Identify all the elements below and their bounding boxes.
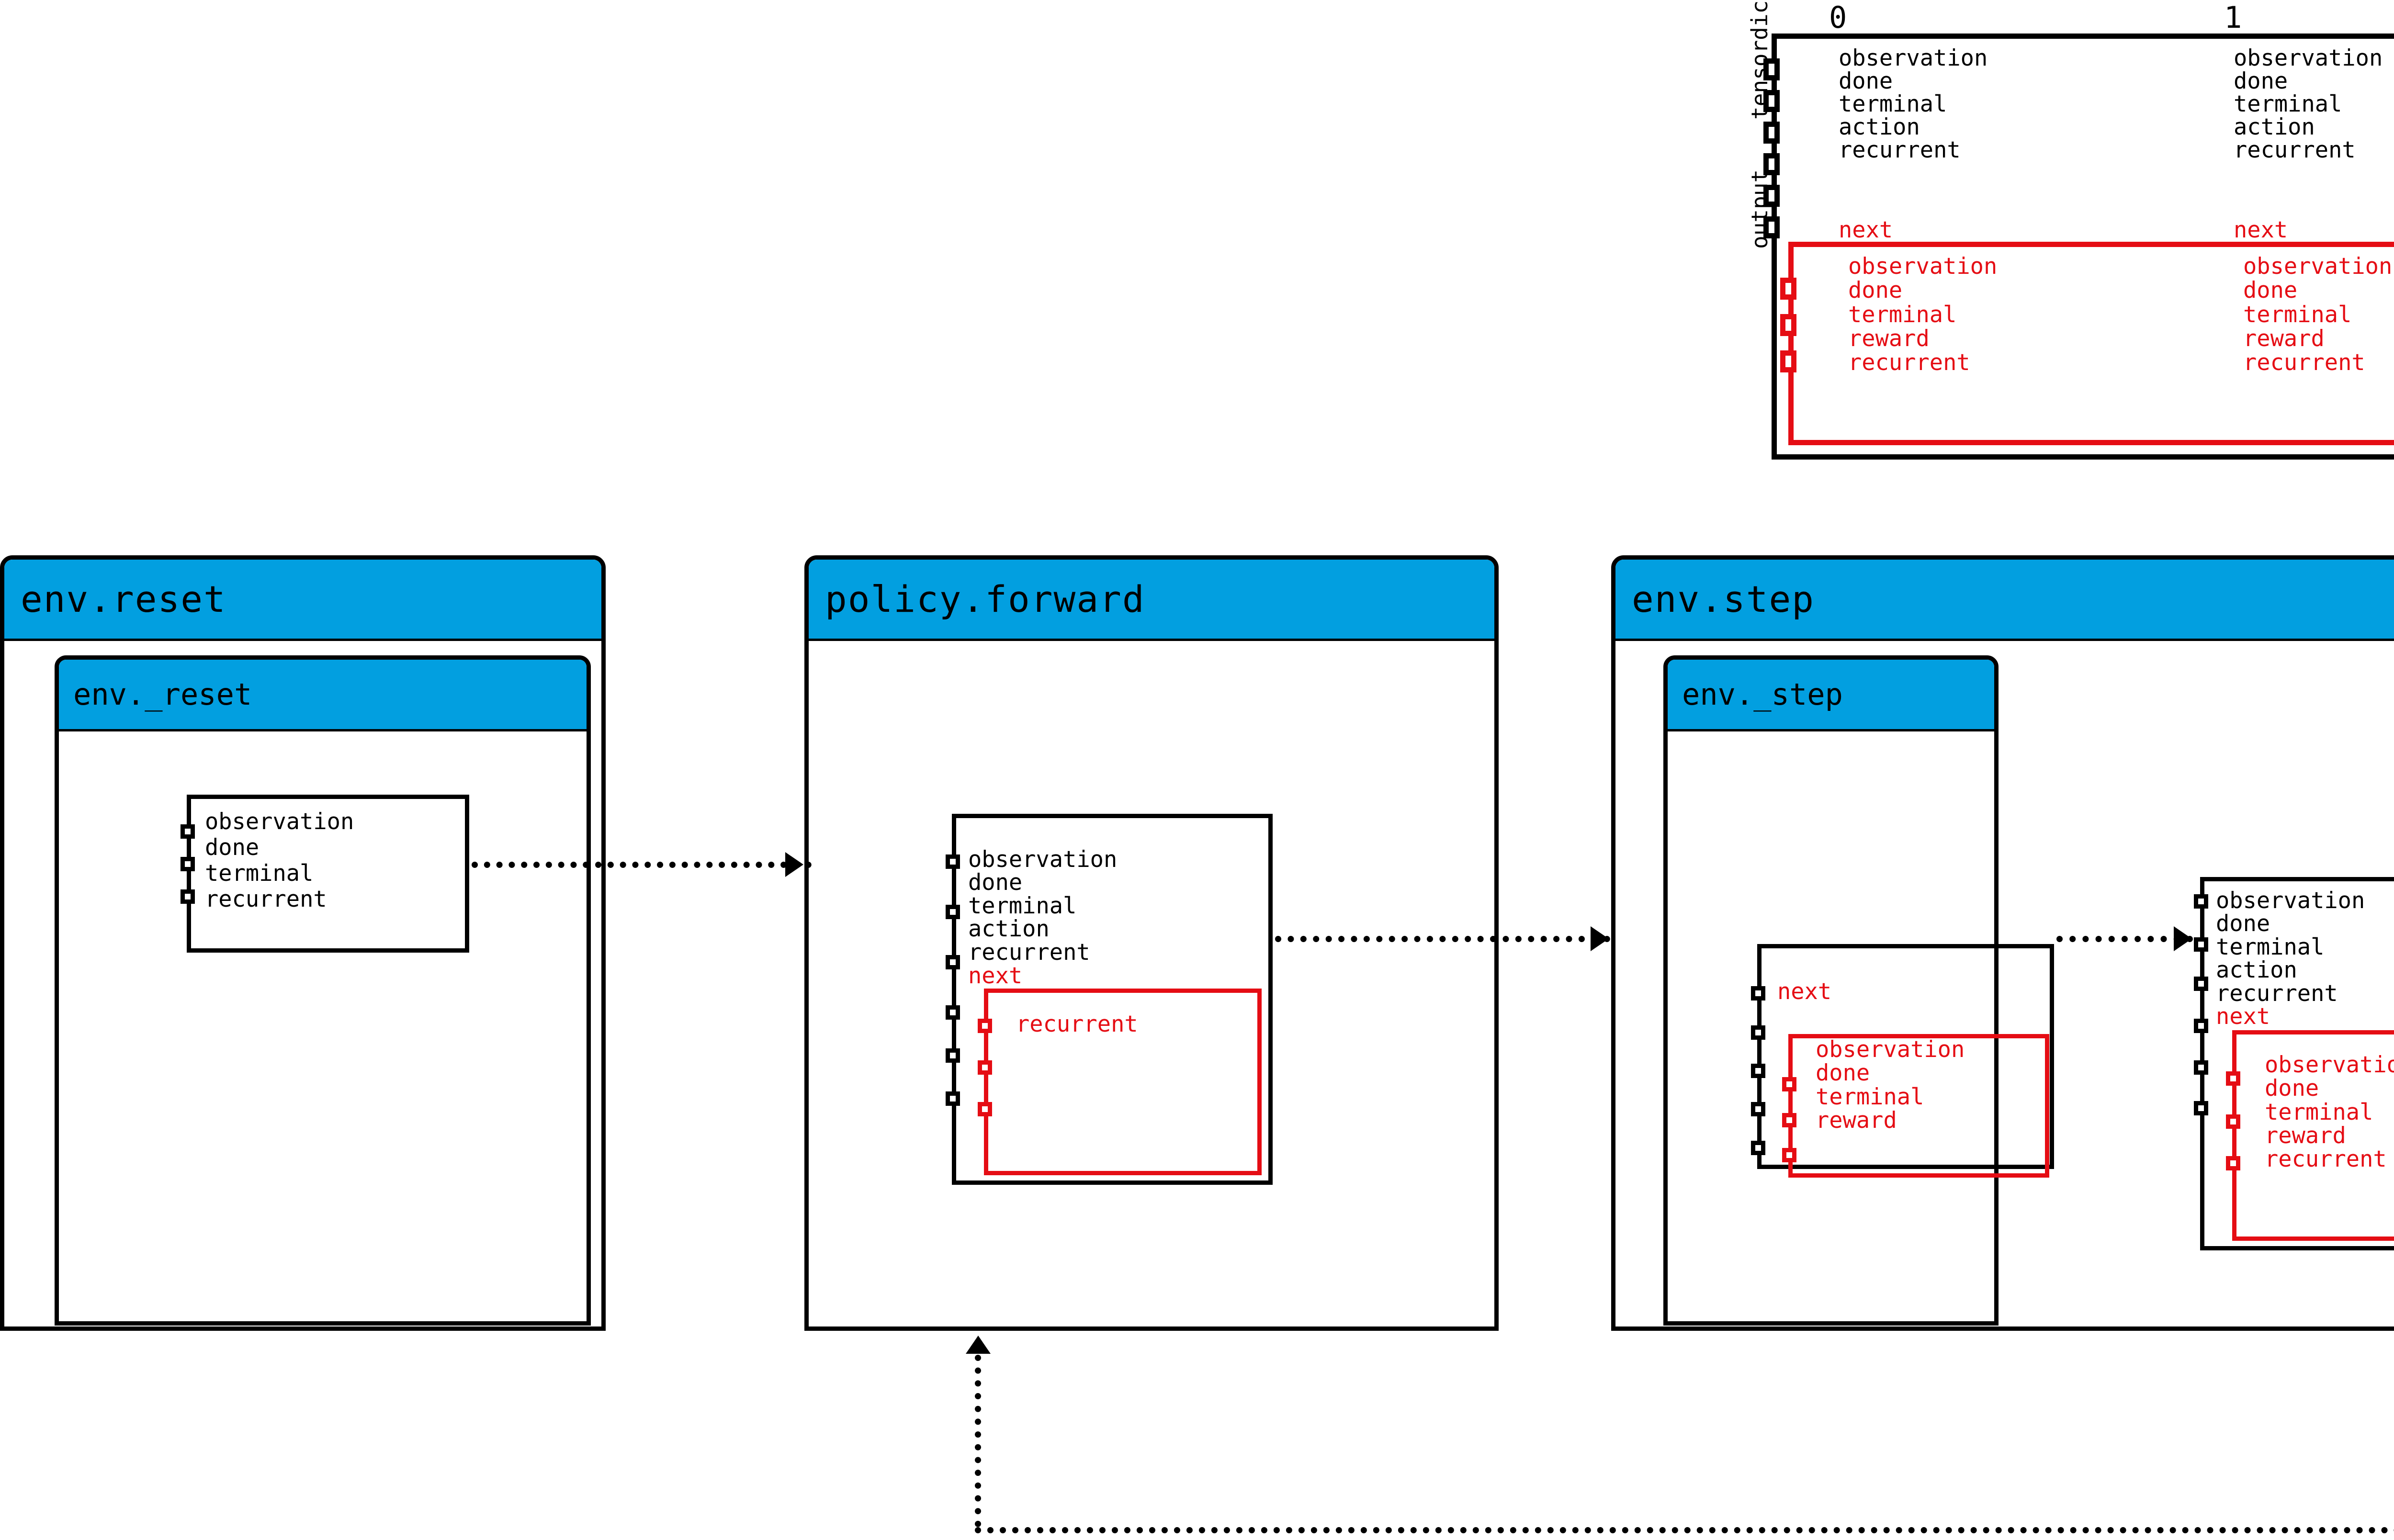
policy-next-connector-checkbox xyxy=(978,1102,992,1116)
panel-policy-forward[interactable]: policy.forward xyxy=(804,555,1499,1331)
tensordict-connector-checkbox xyxy=(1763,122,1780,144)
env-step-output-checkbox xyxy=(2194,977,2208,991)
env-step-inner-next-checkbox xyxy=(1782,1113,1796,1127)
output-tensordict-next-box xyxy=(1788,242,2394,445)
env-step-inner-next-keys: observation done terminal reward xyxy=(1816,1036,1965,1134)
env-step-inner-next-label: next xyxy=(1777,978,1832,1005)
panel-env-reset-header: env.reset xyxy=(4,560,601,641)
policy-connector-checkbox xyxy=(946,1091,960,1106)
tensordict-root-keys-col1: observation done terminal action recurre… xyxy=(2234,45,2383,163)
policy-connector-checkbox xyxy=(946,905,960,919)
column-header-1: 1 xyxy=(2224,0,2242,35)
env-step-inner-connector-checkbox xyxy=(1751,1025,1765,1040)
policy-connector-checkbox xyxy=(946,1048,960,1063)
env-step-inner-next-box xyxy=(1788,1034,2049,1178)
tensordict-next-connector-checkbox xyxy=(1780,350,1796,372)
panel-policy-forward-title: policy.forward xyxy=(825,578,1145,620)
env-step-output-checkbox xyxy=(2194,1101,2208,1115)
panel-env-step[interactable]: env.step env._step xyxy=(1611,555,2394,1331)
env-step-output-checkbox xyxy=(2194,1060,2208,1075)
connector-envstep-inner-to-output xyxy=(2056,936,2193,942)
connector-stepmdp-feedback-arrowhead xyxy=(966,1336,991,1354)
env-step-output-checkbox xyxy=(2194,937,2208,952)
subpanel-env-_step[interactable]: env._step xyxy=(1663,655,1999,1326)
tensordict-next-connector-checkbox xyxy=(1780,278,1796,300)
policy-next-connector-checkbox xyxy=(978,1060,992,1075)
env-step-inner-connector-checkbox xyxy=(1751,986,1765,1000)
output-tensordict-box xyxy=(1772,34,2394,460)
connector-reset-to-policy-arrowhead xyxy=(785,852,803,877)
panel-env-step-header: env.step xyxy=(1615,560,2394,641)
tensordict-connector-checkbox xyxy=(1763,90,1780,112)
panel-env-reset-title: env.reset xyxy=(21,578,226,620)
env-step-inner-box xyxy=(1757,944,2054,1169)
policy-connector-checkbox xyxy=(946,955,960,969)
policy-forward-tensordict-box xyxy=(952,814,1273,1185)
env-step-output-next-keys: observation done terminal reward recurre… xyxy=(2265,1052,2394,1173)
policy-connector-checkbox xyxy=(946,1005,960,1020)
connector-policy-to-envstep-arrowhead xyxy=(1591,926,1609,951)
subpanel-env-_reset-header: env._reset xyxy=(59,660,587,731)
subpanel-env-_reset-title: env._reset xyxy=(73,677,252,712)
connector-envstep-inner-to-output-arrowhead xyxy=(2174,926,2192,951)
tensordict-connector-checkbox xyxy=(1763,216,1780,238)
subpanel-env-_step-header: env._step xyxy=(1668,660,1994,731)
env-step-output-checkbox xyxy=(2194,894,2208,909)
env-reset-connector-checkbox xyxy=(181,889,195,904)
tensordict-next-connector-checkbox xyxy=(1780,314,1796,336)
policy-forward-root-keys: observation done terminal action recurre… xyxy=(968,846,1118,966)
env-step-output-next-label: next xyxy=(2216,1003,2270,1030)
env-step-output-next-box xyxy=(2232,1030,2394,1241)
connector-stepmdp-feedback-left xyxy=(975,1527,2394,1533)
tensordict-next-keys-col1: observation done terminal reward recurre… xyxy=(2243,253,2393,376)
env-reset-connector-checkbox xyxy=(181,857,195,871)
tensordict-root-keys-col0: observation done terminal action recurre… xyxy=(1839,45,1988,163)
connector-reset-to-policy xyxy=(472,862,812,868)
env-step-output-checkbox xyxy=(2194,1019,2208,1033)
env-step-output-next-checkbox xyxy=(2226,1071,2240,1086)
panel-env-reset[interactable]: env.reset env._reset xyxy=(0,555,606,1331)
policy-connector-checkbox xyxy=(946,854,960,869)
connector-policy-to-envstep xyxy=(1275,936,1610,942)
tensordict-next-label-col1: next xyxy=(2234,217,2288,243)
tensordict-next-keys-col0: observation done terminal reward recurre… xyxy=(1848,253,1998,376)
connector-stepmdp-feedback-up xyxy=(975,1355,981,1527)
tensordict-connector-checkbox xyxy=(1763,58,1780,80)
env-step-inner-next-checkbox xyxy=(1782,1148,1796,1162)
policy-forward-next-keys: recurrent xyxy=(1016,1011,1138,1037)
policy-next-connector-checkbox xyxy=(978,1019,992,1033)
env-step-inner-connector-checkbox xyxy=(1751,1102,1765,1116)
env-reset-connector-checkbox xyxy=(181,824,195,839)
env-reset-output-box xyxy=(187,795,469,953)
panel-env-step-title: env.step xyxy=(1632,578,1815,620)
env-step-output-next-checkbox xyxy=(2226,1156,2240,1170)
policy-forward-next-label: next xyxy=(968,963,1023,989)
subpanel-env-_step-title: env._step xyxy=(1682,677,1843,712)
column-header-0: 0 xyxy=(1829,0,1847,35)
policy-forward-next-box xyxy=(984,989,1262,1175)
tensordict-connector-checkbox xyxy=(1763,185,1780,207)
env-step-inner-connector-checkbox xyxy=(1751,1141,1765,1155)
env-step-output-next-checkbox xyxy=(2226,1114,2240,1129)
env-step-inner-connector-checkbox xyxy=(1751,1064,1765,1078)
tensordict-next-label-col0: next xyxy=(1839,217,1893,243)
env-step-inner-next-checkbox xyxy=(1782,1077,1796,1091)
env-step-output-root-keys: observation done terminal action recurre… xyxy=(2216,888,2365,1007)
panel-policy-forward-header: policy.forward xyxy=(809,560,1494,641)
env-reset-output-keys: observation done terminal recurrent xyxy=(205,809,354,913)
tensordict-connector-checkbox xyxy=(1763,153,1780,175)
subpanel-env-_reset[interactable]: env._reset xyxy=(55,655,591,1326)
